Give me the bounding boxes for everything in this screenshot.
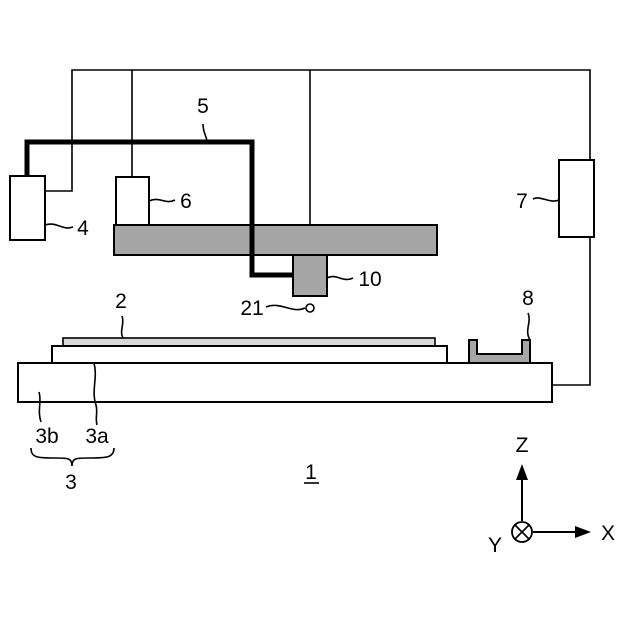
leader-4 [45, 224, 73, 228]
label-8: 8 [522, 287, 534, 310]
workpiece-2 [63, 338, 435, 346]
coordinate-axes: Z X Y [488, 434, 615, 557]
leader-2 [122, 316, 123, 338]
axis-label-y: Y [488, 534, 502, 557]
gantry-beam [114, 225, 437, 255]
label-3b: 3b [35, 425, 58, 448]
x-arrowhead [575, 526, 591, 538]
label-3a: 3a [85, 425, 109, 448]
label-2: 2 [115, 290, 127, 313]
table-3a [52, 346, 447, 363]
wire-7-to-stage [552, 237, 590, 385]
component-4-box [10, 176, 45, 240]
label-4: 4 [77, 217, 89, 240]
label-1: 1 [305, 461, 317, 484]
label-3: 3 [65, 471, 77, 494]
leader-8 [528, 313, 530, 340]
brace-3 [31, 448, 114, 466]
base-3b [18, 363, 552, 402]
label-6: 6 [180, 190, 192, 213]
component-6-box [116, 177, 149, 225]
label-21: 21 [240, 297, 263, 320]
reference-numerals: 5 6 4 7 10 21 2 8 3b 3a 3 1 [35, 95, 534, 494]
label-10: 10 [358, 268, 381, 291]
label-5: 5 [197, 95, 209, 118]
axis-label-x: X [601, 522, 615, 545]
head-10 [293, 255, 327, 296]
leader-10 [327, 277, 353, 280]
label-7: 7 [516, 190, 528, 213]
leader-21 [266, 305, 305, 309]
leader-6 [149, 199, 175, 201]
leader-5 [203, 124, 207, 142]
component-7-box [559, 160, 594, 237]
tray-8 [469, 340, 530, 363]
leader-7 [533, 198, 559, 201]
point-21-marker [306, 304, 314, 312]
z-arrowhead [516, 464, 528, 480]
axis-label-z: Z [516, 434, 529, 457]
wire-4-to-bus [45, 70, 590, 191]
